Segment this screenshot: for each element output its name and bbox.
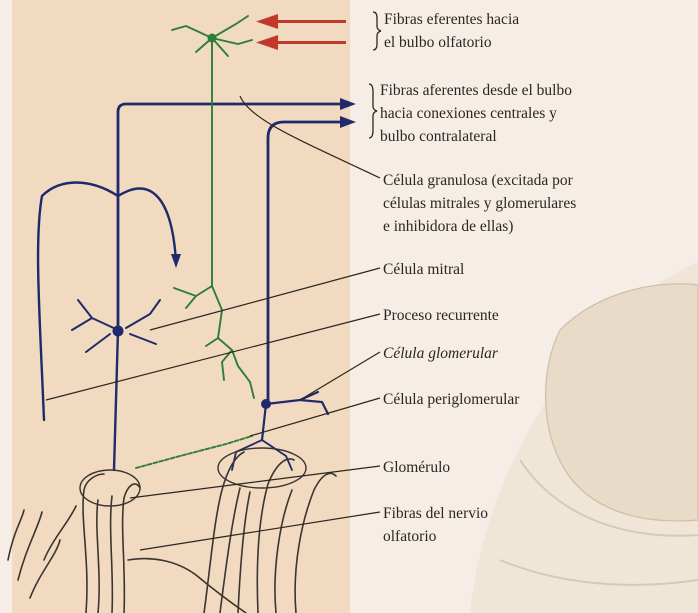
label-efferent-line1: Fibras eferentes hacia (384, 11, 519, 28)
efferent-arrow-2-shaft (276, 41, 346, 44)
label-granule-line2: células mitrales y glomerulares (383, 195, 576, 212)
tufted-soma (261, 399, 271, 409)
label-periglomerular-cell: Célula periglomerular (383, 391, 520, 408)
label-nerve-line1: Fibras del nervio (383, 505, 488, 522)
tissue-panel (12, 0, 350, 613)
label-granule-line3: e inhibidora de ellas) (383, 218, 513, 235)
label-nerve-line2: olfatorio (383, 528, 437, 545)
efferent-arrow-1-shaft (276, 20, 346, 23)
label-recurrent-process: Proceso recurrente (383, 307, 499, 324)
label-glomerulus: Glomérulo (383, 459, 450, 476)
label-mitral-cell: Célula mitral (383, 261, 464, 278)
label-granule-line1: Célula granulosa (excitada por (383, 172, 574, 189)
label-afferent-line2: hacia conexiones centrales y (380, 105, 557, 122)
label-afferent-line3: bulbo contralateral (380, 128, 497, 145)
label-efferent-line2: el bulbo olfatorio (384, 34, 492, 51)
label-afferent-line1: Fibras aferentes desde el bulbo (380, 82, 572, 99)
granule-soma (208, 34, 217, 43)
label-glomerular-cell: Célula glomerular (383, 345, 499, 362)
mitral-soma (113, 326, 124, 337)
